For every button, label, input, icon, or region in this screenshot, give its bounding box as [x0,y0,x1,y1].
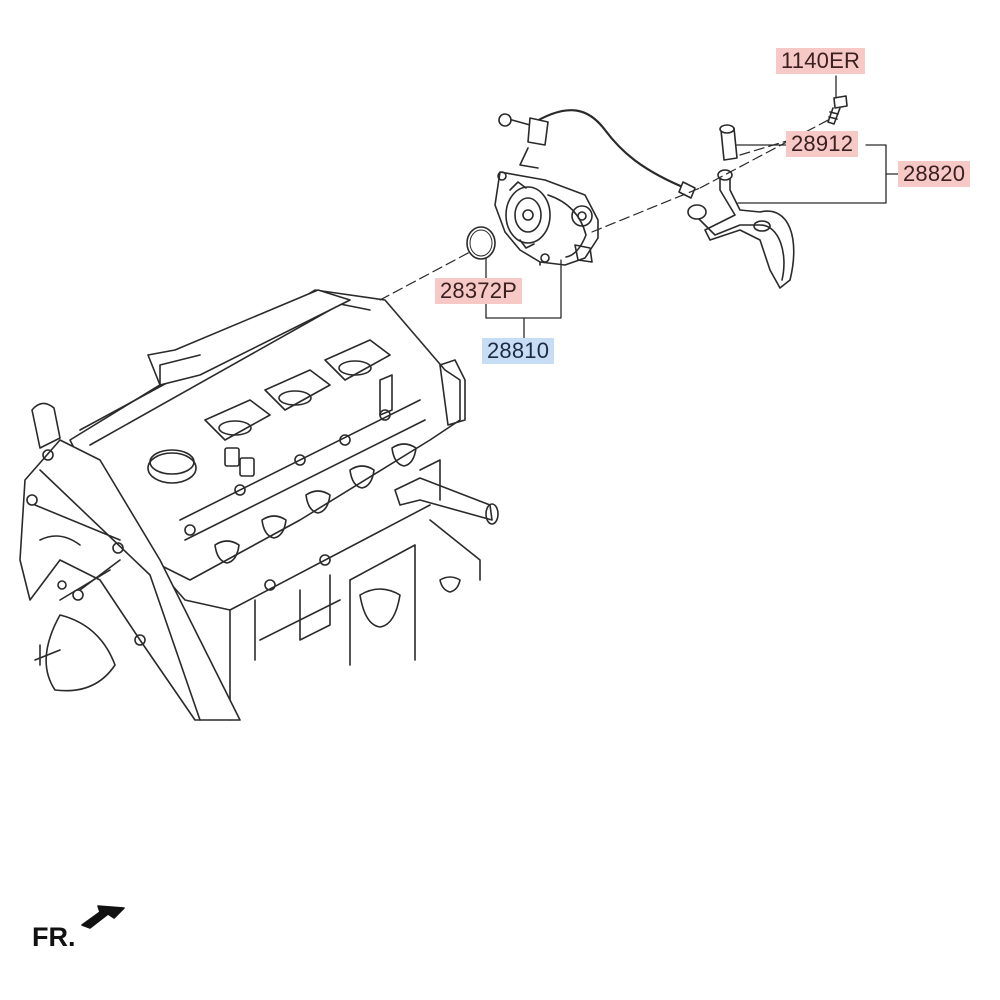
engine-assembly [70,290,498,720]
bolt [828,96,847,124]
vacuum-hose-assembly [688,125,794,288]
callout-28912[interactable]: 28912 [786,131,859,157]
front-orientation-label: FR. [32,922,76,952]
callout-1140er[interactable]: 1140ER [776,48,866,74]
wire-harness [499,110,695,198]
callout-28810[interactable]: 28810 [482,338,555,364]
callout-28820[interactable]: 28820 [898,161,971,187]
o-ring [467,227,495,259]
assembly-lines [380,118,832,300]
vacuum-pump [495,172,598,265]
callout-28372p[interactable]: 28372P [435,278,523,304]
timing-cover [20,403,240,720]
front-arrow-icon [82,906,124,928]
